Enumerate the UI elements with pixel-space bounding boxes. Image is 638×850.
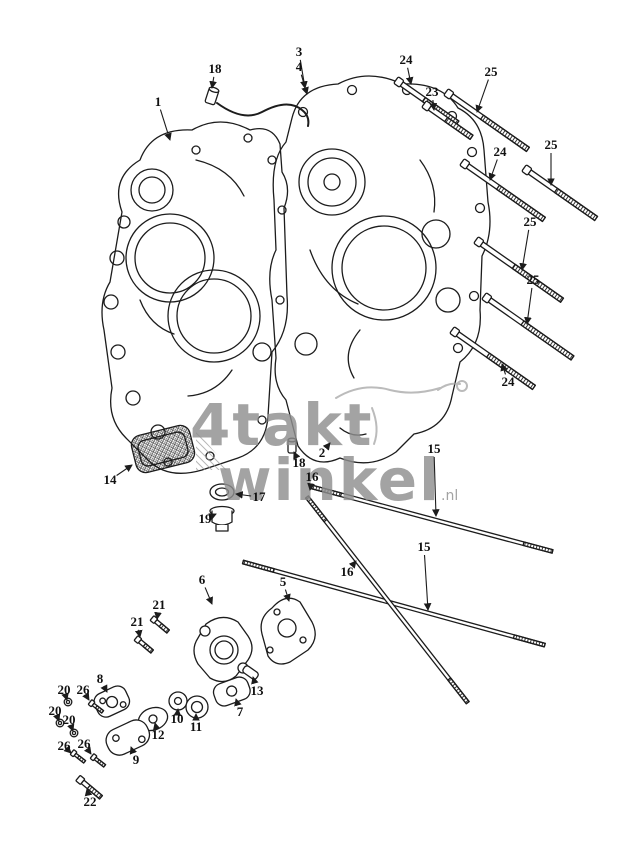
- stud-15-b: [241, 559, 546, 648]
- bolt-25-d: [481, 292, 575, 361]
- stud-16: [304, 495, 470, 705]
- bolt-25-a: [443, 88, 530, 153]
- bolt-21-a: [149, 615, 171, 634]
- bolt-23: [421, 100, 474, 140]
- stud-15-a: [310, 484, 554, 554]
- pump-cover-9: [105, 719, 151, 756]
- watermark-sketch: [196, 380, 468, 470]
- cylinder-studs: [241, 484, 554, 705]
- screw-26-a: [87, 699, 105, 714]
- pump-body-6: [193, 616, 253, 683]
- seal-ring-17: [209, 483, 235, 501]
- bolt-21-b: [133, 635, 155, 654]
- pump-gasket-8: [93, 685, 131, 718]
- screw-26-b: [69, 749, 87, 764]
- pump-rotor-inner-10: [168, 691, 188, 711]
- bolt-25-c: [473, 236, 565, 303]
- washer-20-a: [63, 697, 73, 707]
- washer-20-b: [55, 718, 65, 728]
- bolt-25-b: [521, 164, 599, 222]
- pump-rotor-outer-11: [185, 695, 209, 719]
- dowel-pin-18-mid: [287, 437, 297, 454]
- bolt-22: [75, 775, 104, 800]
- bolt-24-c: [449, 326, 536, 391]
- washer-20-c: [69, 728, 79, 738]
- screw-26-c: [89, 753, 107, 768]
- drain-plug-19: [209, 505, 235, 532]
- pump-gasket-5: [260, 597, 316, 665]
- bolt-24-b: [459, 158, 546, 223]
- breather-tube: [216, 102, 310, 127]
- strainer-screen-14: [130, 424, 196, 474]
- right-crankcase-half: [252, 75, 491, 464]
- left-crankcase-half: [101, 121, 289, 474]
- oil-pump-cluster: [55, 597, 316, 800]
- case-bolts: [393, 76, 599, 391]
